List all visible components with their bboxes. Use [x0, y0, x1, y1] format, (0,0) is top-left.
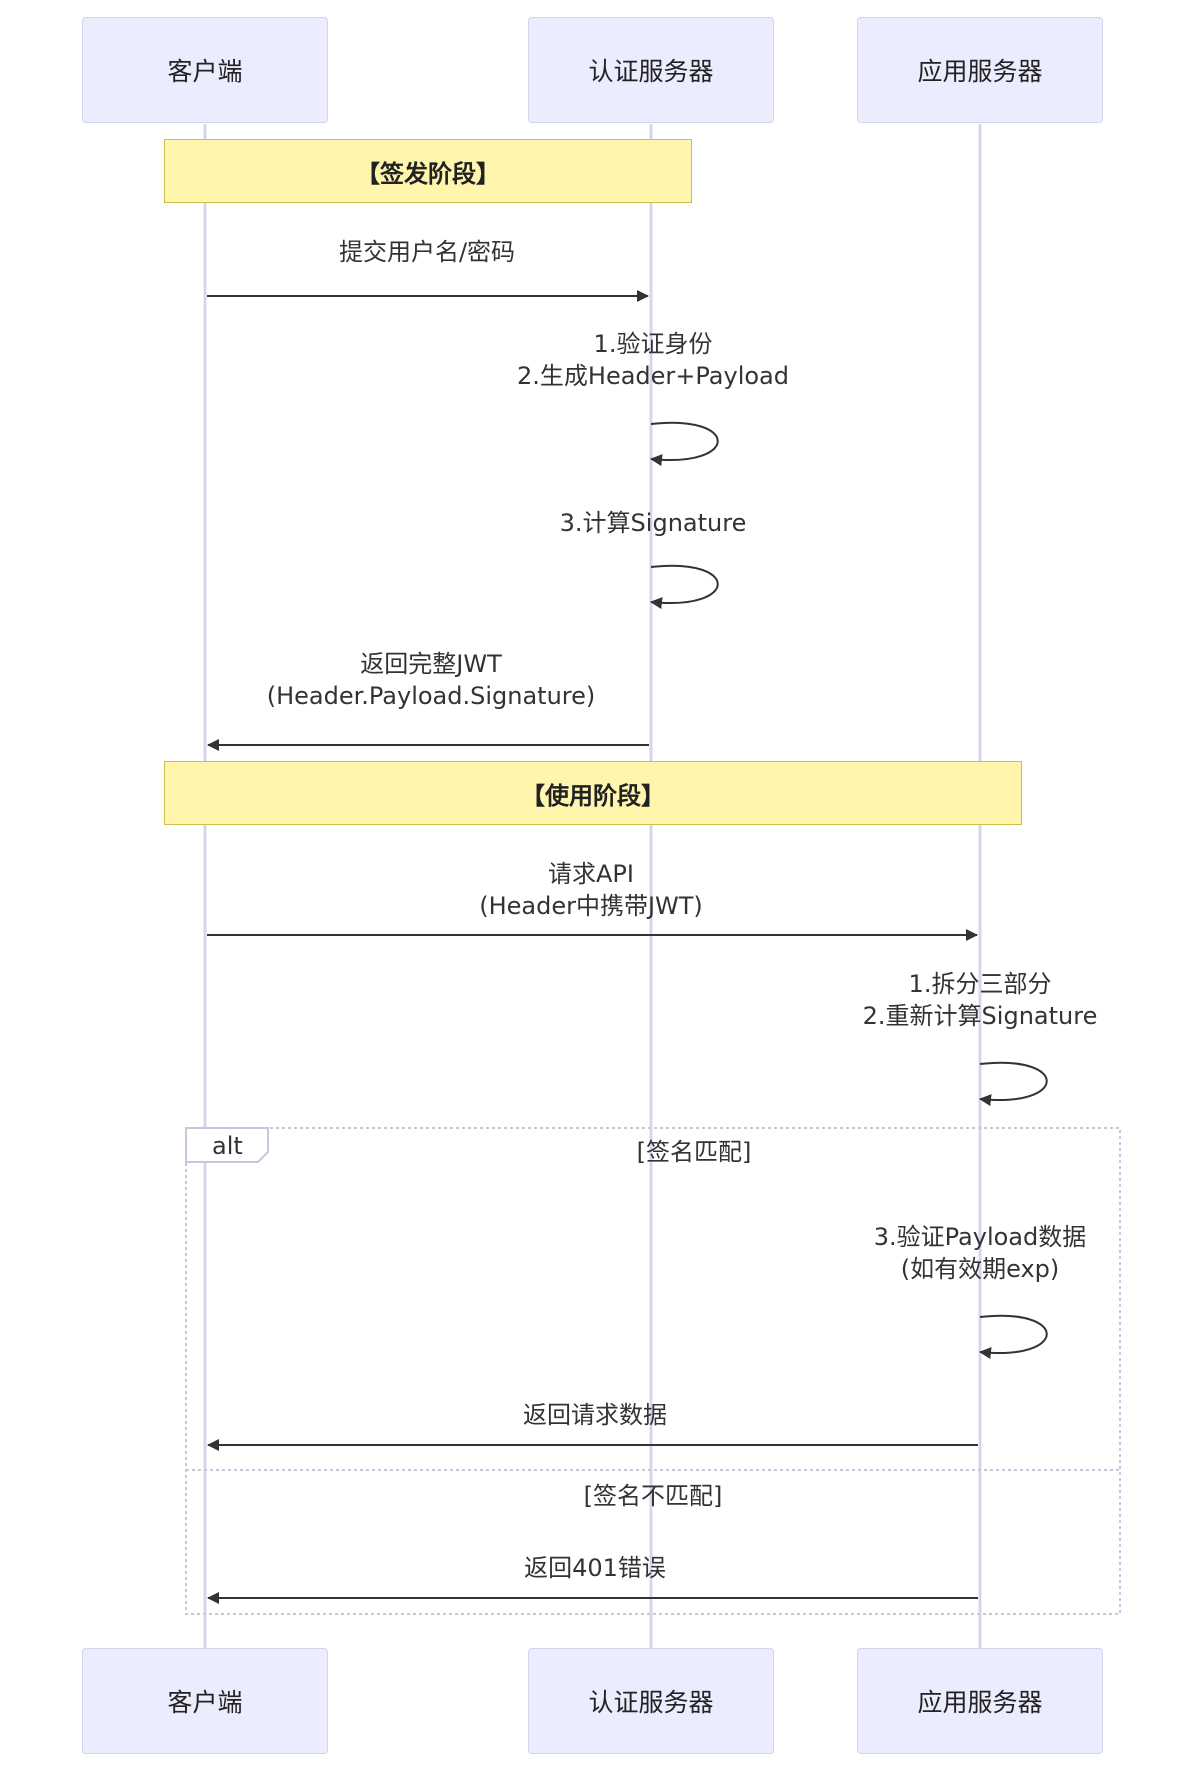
self-arrow-verify-identity — [650, 421, 719, 467]
message-verify-generate: 1.验证身份 2.生成Header+Payload — [517, 330, 789, 390]
self-arrow-split-recompute — [979, 1061, 1048, 1107]
actor-client-top: 客户端 — [82, 17, 328, 123]
actor-client-bottom: 客户端 — [82, 1648, 328, 1754]
message-split-recompute: 1.拆分三部分 2.重新计算Signature — [862, 970, 1098, 1030]
actor-app-server-top: 应用服务器 — [857, 17, 1103, 123]
message-submit-credentials: 提交用户名/密码 — [338, 238, 516, 266]
message-request-api: 请求API (Header中携带JWT) — [479, 860, 703, 920]
alt-keyword: alt — [212, 1132, 243, 1160]
note-issue-phase: 【签发阶段】 — [164, 139, 692, 203]
note-use-phase: 【使用阶段】 — [164, 761, 1022, 825]
actor-auth-server-bottom: 认证服务器 — [528, 1648, 774, 1754]
self-arrow-verify-payload — [979, 1314, 1048, 1360]
alt-label-tab — [185, 1127, 269, 1163]
actor-auth-server-top: 认证服务器 — [528, 17, 774, 123]
alt-frame — [185, 1127, 1121, 1615]
alt-guard-match: [签名匹配] — [636, 1138, 752, 1166]
message-return-jwt: 返回完整JWT (Header.Payload.Signature) — [266, 650, 596, 710]
message-compute-signature: 3.计算Signature — [559, 509, 747, 537]
message-return-401: 返回401错误 — [524, 1554, 666, 1582]
alt-guard-mismatch: [签名不匹配] — [583, 1482, 723, 1510]
self-arrow-compute-signature — [650, 564, 719, 610]
actor-app-server-bottom: 应用服务器 — [857, 1648, 1103, 1754]
message-return-data: 返回请求数据 — [523, 1401, 667, 1429]
message-verify-payload: 3.验证Payload数据 (如有效期exp) — [873, 1223, 1087, 1283]
